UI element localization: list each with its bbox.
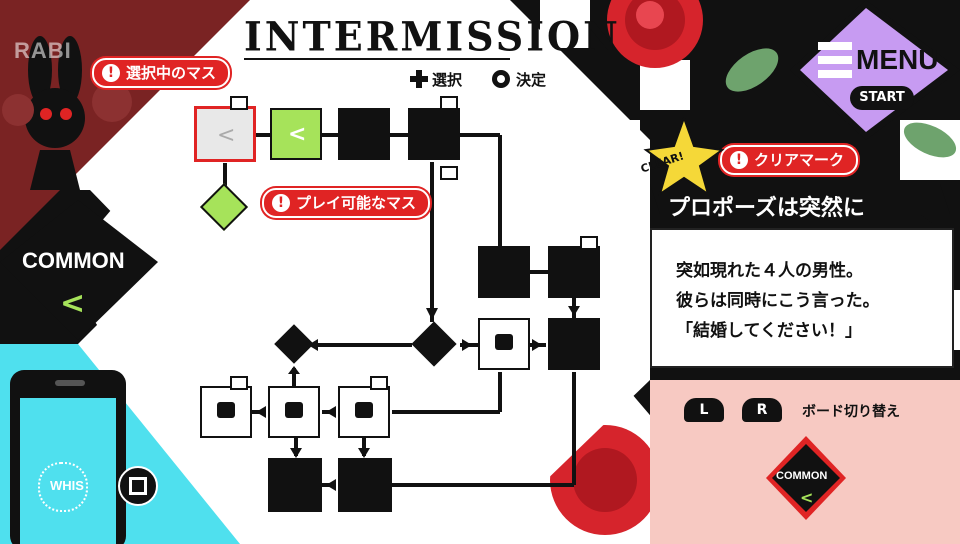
- menu-button[interactable]: MENU: [856, 44, 939, 75]
- story-line: 彼らは同時にこう言った。: [676, 291, 880, 311]
- lock-icon: [355, 402, 373, 418]
- dpad-icon: [410, 70, 428, 88]
- story-line: 突如現れた４人の男性。: [676, 261, 863, 281]
- board-square-locked[interactable]: [338, 386, 390, 438]
- image-icon: [440, 96, 458, 110]
- board-square-cleared[interactable]: [548, 246, 600, 298]
- route-label: COMMON: [22, 248, 125, 273]
- image-icon: [230, 376, 248, 390]
- lock-icon: [217, 402, 235, 418]
- start-button-label: START: [850, 86, 914, 110]
- confirm-button-icon: [492, 70, 510, 88]
- image-icon: [440, 166, 458, 180]
- hint-select-label: 選択: [432, 71, 463, 89]
- image-icon: [370, 376, 388, 390]
- playable-square-callout: ! プレイ可能なマス: [262, 188, 431, 218]
- square-button-icon[interactable]: [118, 466, 158, 506]
- exclamation-icon: !: [272, 193, 290, 212]
- page-title: INTERMISSION: [244, 12, 621, 61]
- board-square-selected[interactable]: <: [194, 106, 256, 162]
- board-switch-label: ボード切り替え: [802, 404, 900, 420]
- exclamation-icon: !: [102, 63, 120, 82]
- l-shoulder-button[interactable]: L: [684, 398, 724, 422]
- selected-square-callout: ! 選択中のマス: [92, 58, 231, 88]
- board-square-cleared[interactable]: [548, 318, 600, 370]
- board-square-cleared[interactable]: [268, 458, 322, 512]
- board-square-locked[interactable]: [200, 386, 252, 438]
- story-description-box: 突如現れた４人の男性。 彼らは同時にこう言った。 「結婚してください！」: [650, 228, 954, 368]
- share-icon: <: [217, 123, 236, 148]
- callout-selected-text: 選択中のマス: [126, 64, 217, 82]
- board-square-locked[interactable]: [268, 386, 320, 438]
- board-square-cleared[interactable]: [478, 246, 530, 298]
- current-board-label: COMMON: [776, 470, 828, 482]
- clear-mark-callout: ! クリアマーク: [720, 145, 859, 175]
- whis-label: WHIS: [50, 478, 84, 493]
- story-title: プロポーズは突然に: [668, 196, 865, 221]
- character-name: RABI: [14, 38, 72, 63]
- image-icon: [580, 236, 598, 250]
- title-underline: [244, 58, 510, 60]
- image-icon: [230, 96, 248, 110]
- board-square-playable-green[interactable]: <: [270, 108, 322, 160]
- whis-app-icon[interactable]: [38, 462, 88, 512]
- board-square-cleared[interactable]: [408, 108, 460, 160]
- lock-icon: [285, 402, 303, 418]
- share-icon: <: [288, 122, 307, 147]
- board-square-cleared[interactable]: [338, 108, 390, 160]
- hint-confirm-label: 決定: [516, 71, 547, 89]
- r-shoulder-button[interactable]: R: [742, 398, 782, 422]
- story-line: 「結婚してください！」: [676, 321, 862, 341]
- callout-playable-text: プレイ可能なマス: [296, 194, 417, 212]
- board-square-cleared[interactable]: [338, 458, 392, 512]
- board-square-locked[interactable]: [478, 318, 530, 370]
- callout-clear-text: クリアマーク: [754, 151, 845, 169]
- share-icon: <: [60, 286, 86, 321]
- share-icon: <: [800, 488, 814, 507]
- lock-icon: [495, 334, 513, 350]
- exclamation-icon: !: [730, 150, 748, 169]
